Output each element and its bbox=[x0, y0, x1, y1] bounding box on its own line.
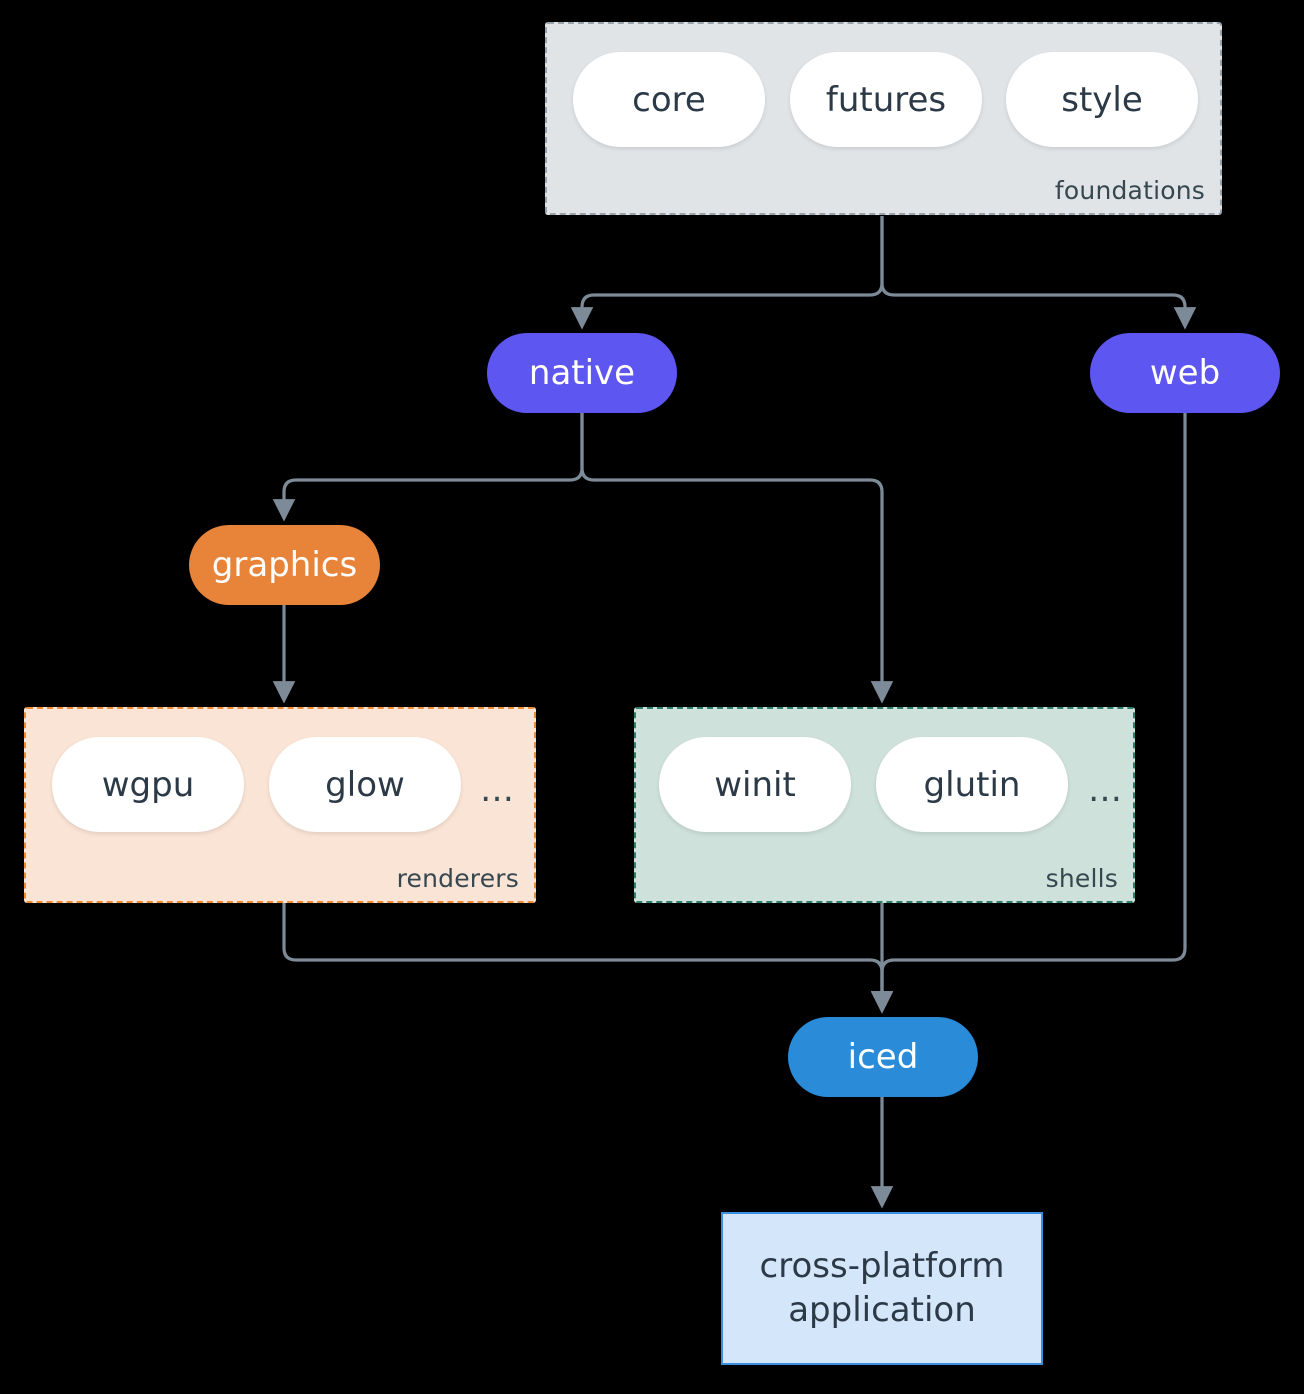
node-cross-platform-application[interactable]: cross-platform application bbox=[721, 1212, 1043, 1365]
renderers-overflow-ellipsis: … bbox=[480, 770, 514, 810]
node-futures-label: futures bbox=[825, 79, 947, 120]
group-foundations-label: foundations bbox=[1054, 176, 1205, 205]
node-native[interactable]: native bbox=[487, 333, 677, 413]
edge-native-shells bbox=[580, 413, 894, 704]
node-graphics[interactable]: graphics bbox=[189, 525, 380, 605]
edge-native-graphics bbox=[272, 413, 584, 522]
node-wgpu-label: wgpu bbox=[101, 764, 195, 805]
group-shells: winit glutin … shells bbox=[634, 707, 1135, 903]
node-winit-label: winit bbox=[714, 764, 796, 805]
node-winit[interactable]: winit bbox=[659, 737, 851, 832]
node-glutin-label: glutin bbox=[923, 764, 1021, 805]
node-wgpu[interactable]: wgpu bbox=[52, 737, 244, 832]
node-core-label: core bbox=[632, 79, 706, 120]
node-iced[interactable]: iced bbox=[788, 1017, 978, 1097]
edge-foundations-native bbox=[570, 216, 884, 330]
node-glow-label: glow bbox=[325, 764, 405, 805]
group-shells-label: shells bbox=[1045, 864, 1118, 893]
group-renderers: wgpu glow … renderers bbox=[24, 707, 536, 903]
application-label-line2: application bbox=[788, 1289, 976, 1330]
node-iced-label: iced bbox=[847, 1037, 919, 1077]
shells-overflow-ellipsis: … bbox=[1088, 770, 1122, 810]
application-label-line1: cross-platform bbox=[759, 1245, 1005, 1286]
node-futures[interactable]: futures bbox=[790, 52, 982, 147]
node-style[interactable]: style bbox=[1006, 52, 1198, 147]
node-style-label: style bbox=[1061, 79, 1143, 120]
node-web-label: web bbox=[1149, 353, 1221, 393]
group-renderers-label: renderers bbox=[396, 864, 519, 893]
node-glutin[interactable]: glutin bbox=[876, 737, 1068, 832]
node-graphics-label: graphics bbox=[211, 545, 358, 585]
node-web[interactable]: web bbox=[1090, 333, 1280, 413]
edge-renderers-iced bbox=[282, 903, 894, 1014]
node-native-label: native bbox=[528, 353, 636, 393]
node-glow[interactable]: glow bbox=[269, 737, 461, 832]
node-core[interactable]: core bbox=[573, 52, 765, 147]
group-foundations: core futures style foundations bbox=[545, 22, 1222, 215]
edge-foundations-web bbox=[880, 216, 1197, 330]
